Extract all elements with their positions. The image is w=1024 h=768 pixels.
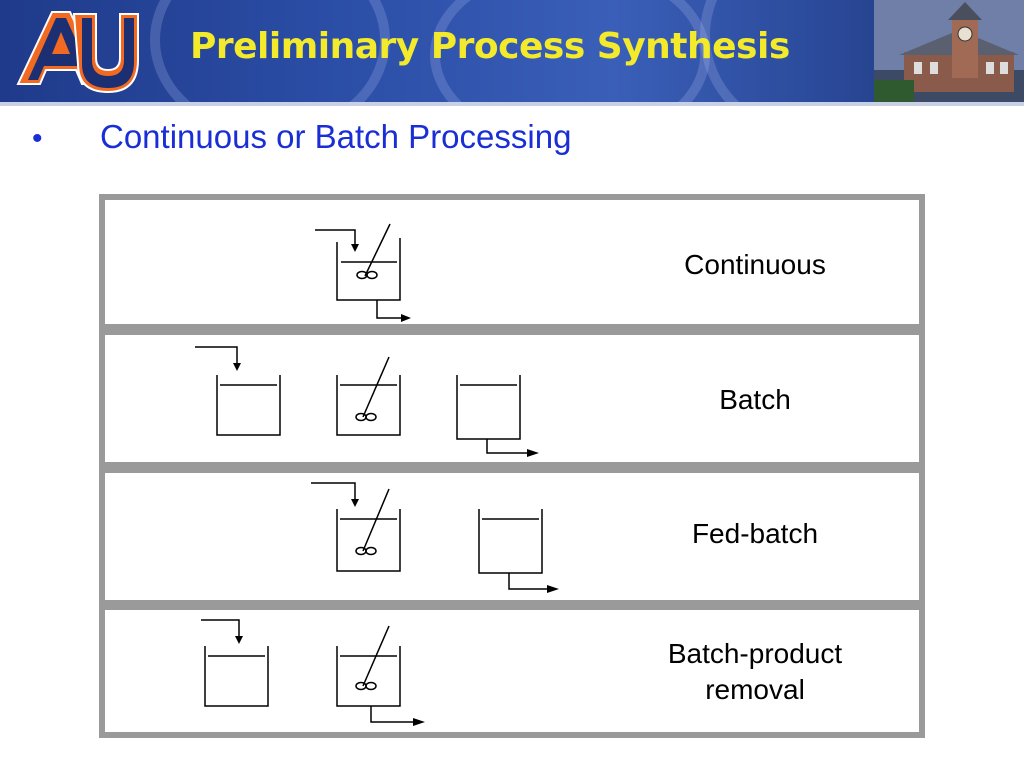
batch-product-removal-diagram (201, 619, 425, 726)
fed-batch-reactor-diagram (311, 482, 559, 593)
row-label-batch: Batch (719, 384, 791, 415)
continuous-reactor-diagram (315, 223, 411, 322)
row-label-batch-product-removal: Batch-product removal (667, 638, 843, 705)
row-batch: Batch (105, 335, 919, 462)
bullet-item: • Continuous or Batch Processing (32, 118, 571, 156)
header-swirl-decoration (150, 0, 390, 102)
row-label-fed-batch: Fed-batch (691, 518, 819, 549)
row-fed-batch: Fed-batch (105, 473, 919, 600)
row-label-continuous: Continuous (684, 249, 826, 280)
bullet-text: Continuous or Batch Processing (100, 118, 572, 155)
clock-tower-building-image (874, 0, 1024, 102)
bullet-symbol: • (32, 122, 43, 155)
row-continuous: Continuous (105, 200, 919, 324)
slide-header: Preliminary Process Synthesis (0, 0, 1024, 102)
process-type-table: Continuous Batch (99, 194, 925, 738)
slide-title: Preliminary Process Synthesis (190, 26, 790, 67)
batch-reactor-diagram (195, 346, 539, 457)
auburn-au-logo (16, 11, 139, 94)
row-batch-product-removal: Batch-product removal (105, 610, 919, 732)
header-divider (0, 102, 1024, 106)
